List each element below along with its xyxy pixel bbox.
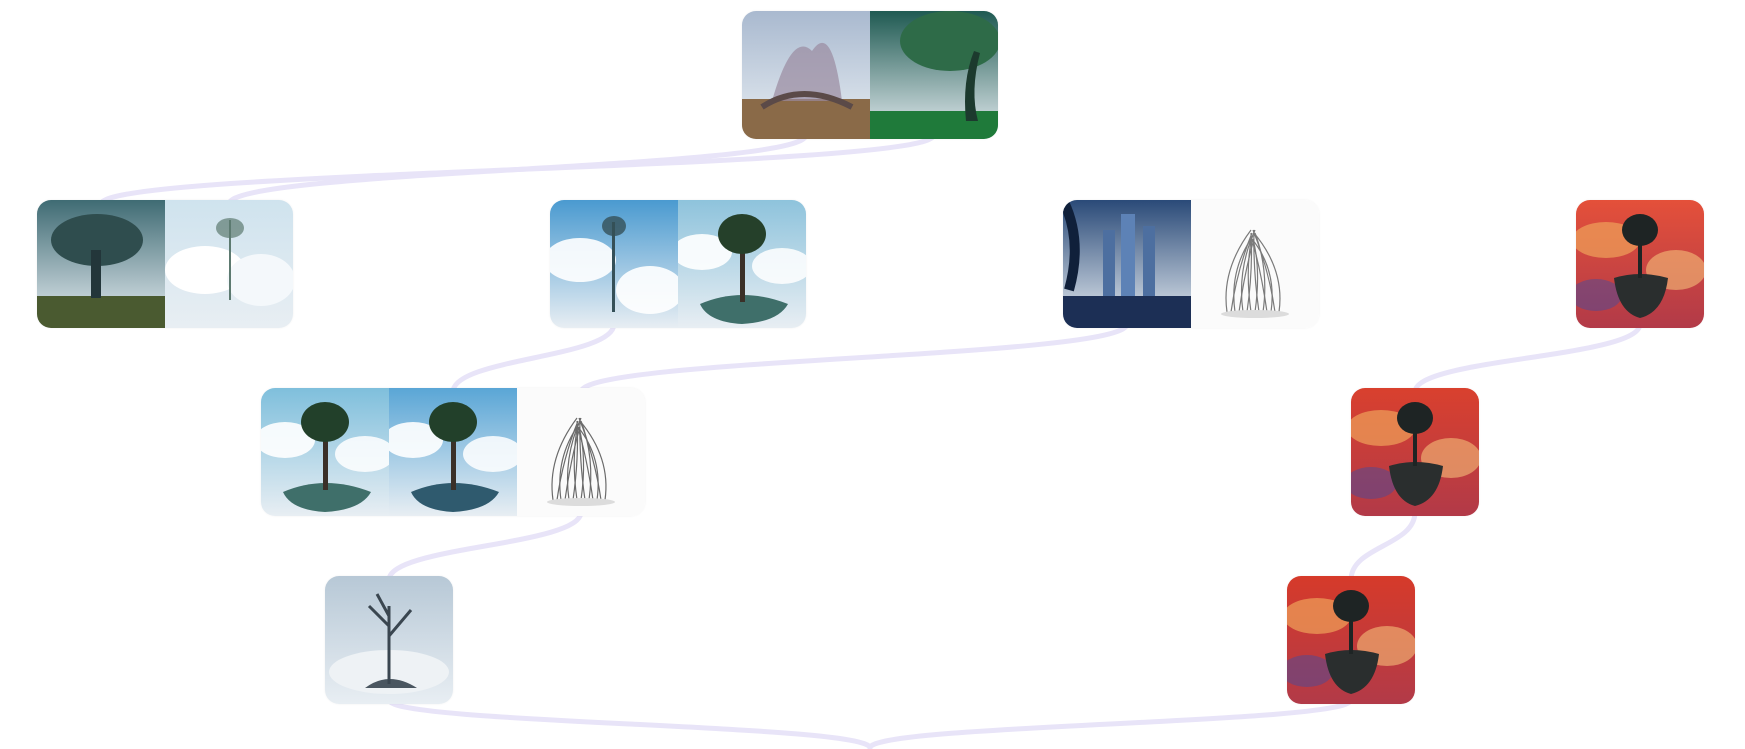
red-sky-floating-island-painting-art xyxy=(1576,200,1704,328)
island-tree-clouds-painting-art xyxy=(261,388,389,516)
island-tree-clouds-painting[interactable] xyxy=(261,388,389,516)
swamp-tree-painting-art xyxy=(37,200,165,328)
pencil-sketch-tree-drawing[interactable] xyxy=(1191,200,1319,328)
lineage-edge-n8-sink xyxy=(867,697,1354,749)
red-sky-floating-island-painting-2[interactable] xyxy=(1351,388,1479,516)
generation-node-n6[interactable] xyxy=(1351,388,1479,516)
lineage-edge-n0-n1 xyxy=(98,132,937,207)
misty-floating-island-tree-painting-art xyxy=(325,576,453,704)
white-clouds-tree-painting-art xyxy=(165,200,293,328)
blue-city-towers-painting-art xyxy=(1063,200,1191,328)
white-clouds-tree-painting[interactable] xyxy=(165,200,293,328)
pencil-sketch-rock-drawing-art xyxy=(517,388,645,516)
island-tree-lake-painting[interactable] xyxy=(678,200,806,328)
ruined-castle-tree-painting[interactable] xyxy=(742,11,870,139)
blue-city-towers-painting[interactable] xyxy=(1063,200,1191,328)
red-sky-floating-island-painting-2-art xyxy=(1351,388,1479,516)
red-sky-floating-island-painting[interactable] xyxy=(1576,200,1704,328)
generation-node-n3[interactable] xyxy=(1063,200,1319,328)
lineage-edge-n6-n8 xyxy=(1348,509,1418,583)
generation-node-n4[interactable] xyxy=(1576,200,1704,328)
generation-node-n5[interactable] xyxy=(261,388,645,516)
red-sky-floating-island-painting-3-art xyxy=(1287,576,1415,704)
generation-node-n1[interactable] xyxy=(37,200,293,328)
dark-green-forest-painting-art xyxy=(870,11,998,139)
pencil-sketch-tree-drawing-art xyxy=(1191,200,1319,328)
lineage-edge-n3-n5 xyxy=(578,321,1130,395)
sky-clouds-tree-painting-art xyxy=(550,200,678,328)
generation-node-n8[interactable] xyxy=(1287,576,1415,704)
lineage-edge-n7-sink xyxy=(386,697,873,749)
lineage-edge-n4-n6 xyxy=(1412,321,1643,395)
sky-clouds-tree-painting[interactable] xyxy=(550,200,678,328)
ruined-castle-tree-painting-art xyxy=(742,11,870,139)
island-tree-lake-painting-art xyxy=(678,200,806,328)
pencil-sketch-rock-drawing[interactable] xyxy=(517,388,645,516)
generation-node-n7[interactable] xyxy=(325,576,453,704)
floating-tree-sky-painting[interactable] xyxy=(389,388,517,516)
dark-green-forest-painting[interactable] xyxy=(870,11,998,139)
red-sky-floating-island-painting-3[interactable] xyxy=(1287,576,1415,704)
floating-tree-sky-painting-art xyxy=(389,388,517,516)
swamp-tree-painting[interactable] xyxy=(37,200,165,328)
lineage-edge-n5-n7 xyxy=(386,509,584,583)
misty-floating-island-tree-painting[interactable] xyxy=(325,576,453,704)
generation-node-n2[interactable] xyxy=(550,200,806,328)
generation-node-n0[interactable] xyxy=(742,11,998,139)
lineage-edge-n0-n1 xyxy=(226,132,809,207)
lineage-edge-n2-n5 xyxy=(450,321,617,395)
